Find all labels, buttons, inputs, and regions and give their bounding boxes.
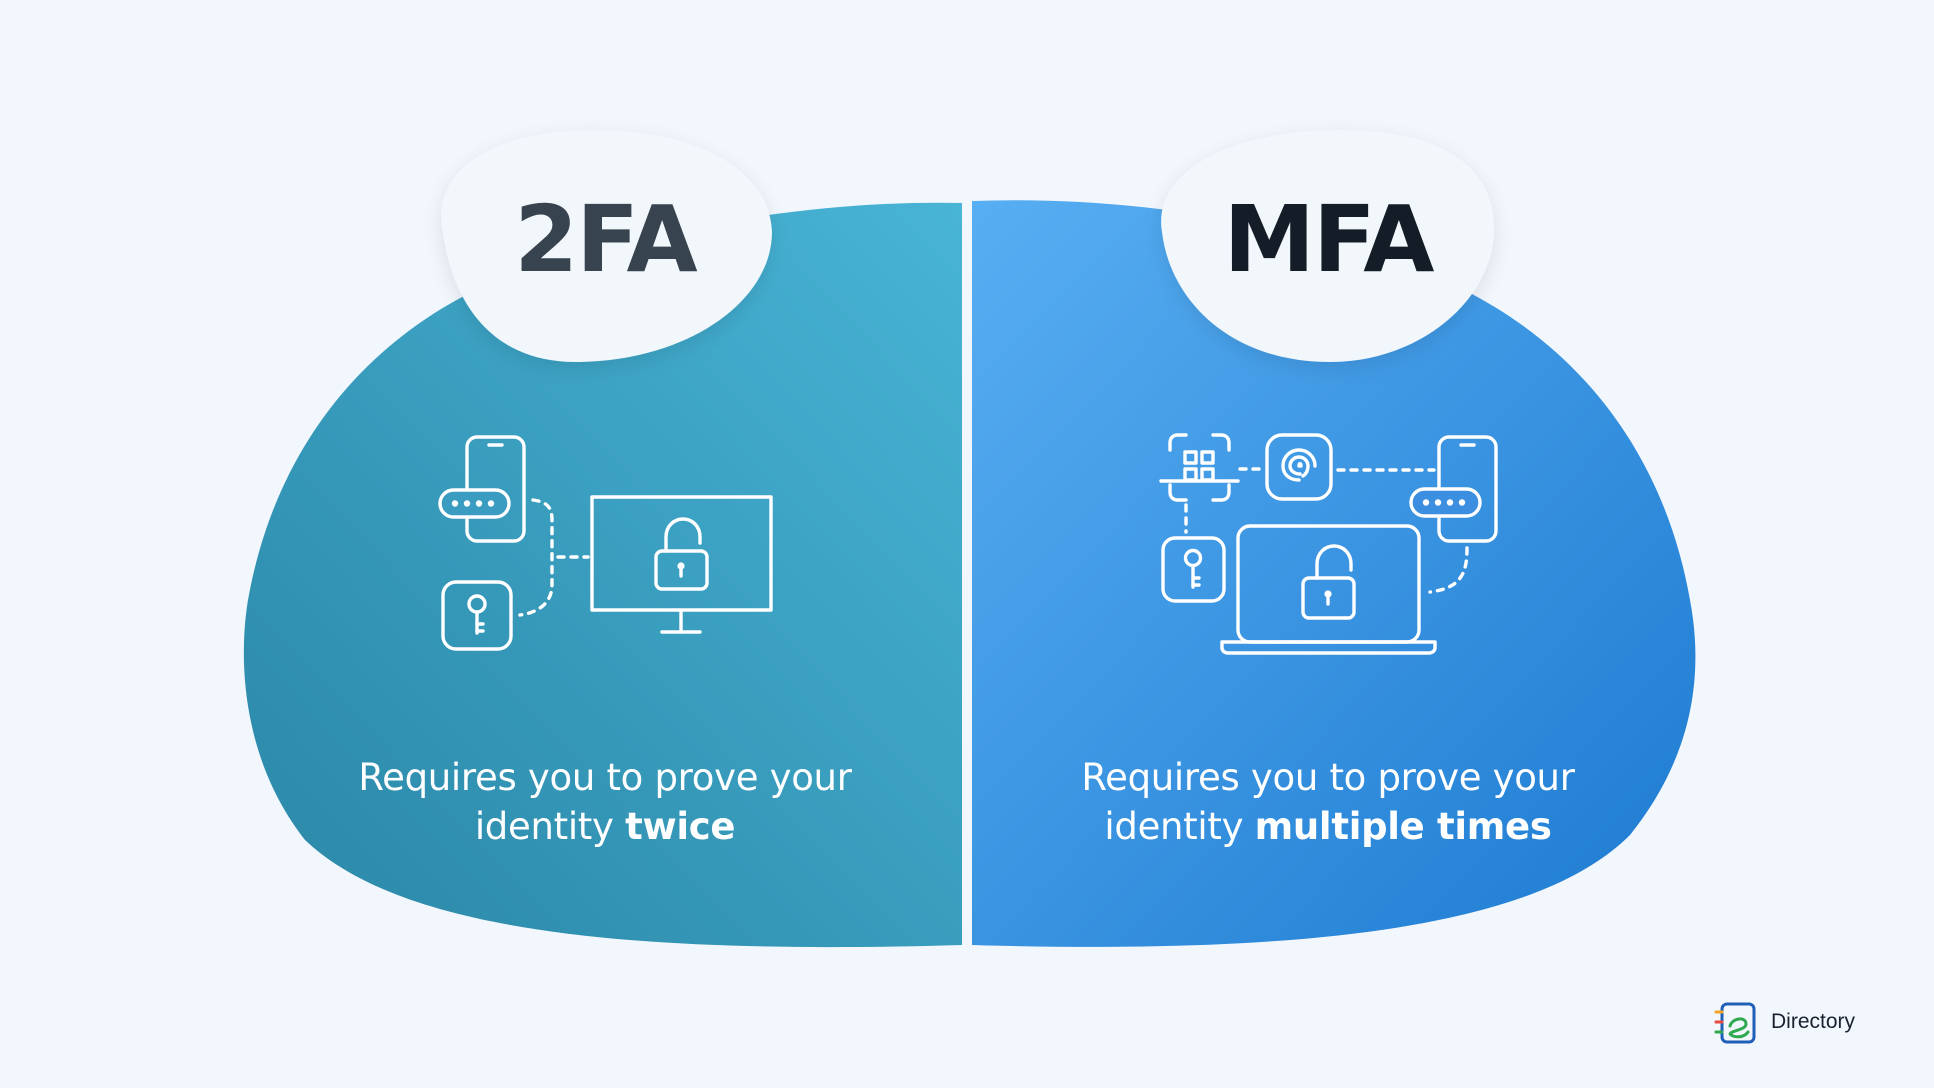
brand-name: Directory: [1771, 1010, 1856, 1033]
right-description-plain: identity: [1104, 805, 1255, 848]
left-description: Requires you to prove your identity twic…: [295, 753, 915, 851]
fingerprint-icon: [1265, 433, 1333, 501]
right-description-line1: Requires you to prove your: [1081, 756, 1575, 799]
left-title: 2FA: [514, 186, 698, 293]
right-description-line2: identity multiple times: [1018, 802, 1638, 851]
padlock-icon: [1301, 544, 1356, 620]
connector-lines: [518, 498, 590, 617]
left-description-line2: identity twice: [295, 802, 915, 851]
left-description-line1: Requires you to prove your: [358, 756, 852, 799]
password-field-icon: [1409, 487, 1482, 518]
left-description-plain: identity: [474, 805, 626, 848]
brand-logo-spacer: [1713, 999, 1759, 1045]
left-description-emphasis: twice: [625, 805, 736, 848]
directory-logo-icon: [1714, 1002, 1756, 1044]
key-icon: [441, 580, 513, 651]
connector-lines: [1184, 467, 1469, 594]
right-title: MFA: [1223, 186, 1434, 293]
right-panel-shape: [972, 200, 1696, 947]
key-icon: [1161, 536, 1226, 603]
left-title-badge: [441, 130, 772, 363]
monitor-icon: [590, 495, 773, 634]
right-title-badge: [1161, 130, 1495, 362]
right-description-emphasis: multiple times: [1254, 805, 1552, 848]
padlock-icon: [654, 517, 709, 591]
brand-logo: Directory: [1713, 999, 1855, 1045]
password-field-icon: [438, 488, 511, 519]
face-scan-icon: [1159, 433, 1240, 502]
right-description: Requires you to prove your identity mult…: [1018, 753, 1638, 851]
laptop-icon: [1220, 524, 1437, 655]
left-panel-shape: [243, 202, 962, 948]
